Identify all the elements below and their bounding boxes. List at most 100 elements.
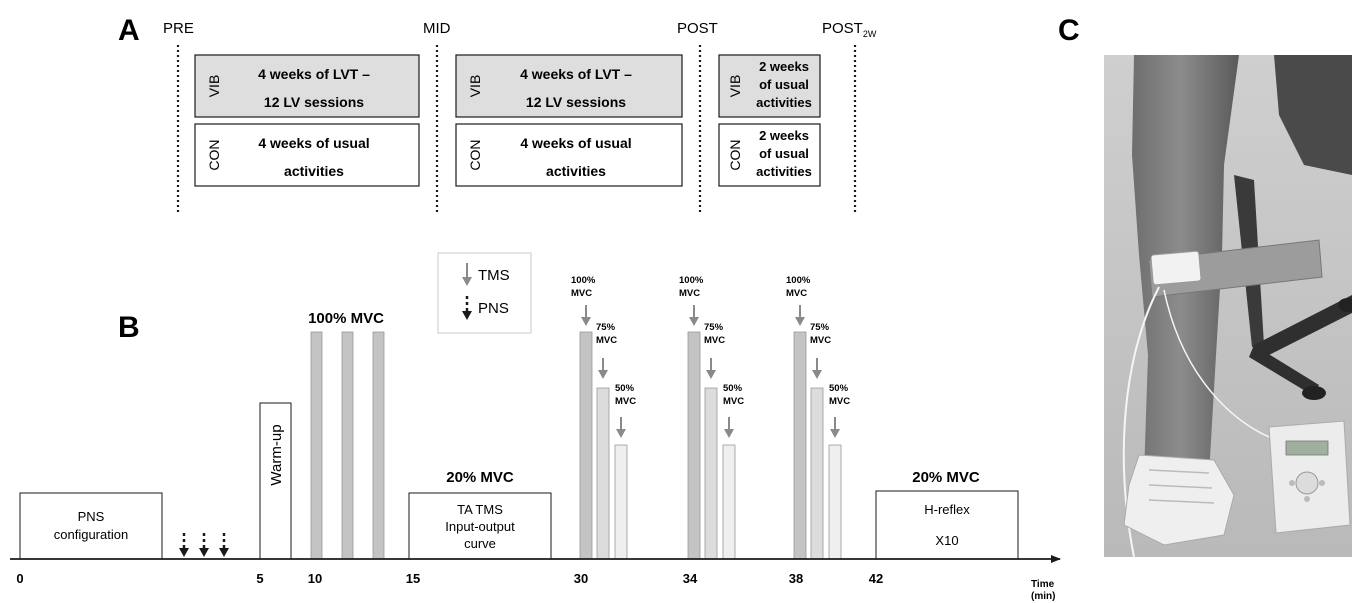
axis-title-line2: (min): [1031, 591, 1055, 602]
mvc-label-100: 100%: [786, 275, 811, 286]
pns-block-text-1: PNS: [78, 509, 105, 524]
phase2-con-text-1: 4 weeks of usual: [520, 135, 631, 151]
axis-tick-label: 10: [308, 571, 322, 586]
tms-block-text-2: Input-output: [445, 519, 515, 534]
phase2-con-box: CON 4 weeks of usual activities: [455, 123, 683, 187]
leg-vibration-device-photo: [1104, 55, 1352, 557]
phase1-vib-text-1: 4 weeks of LVT –: [258, 66, 370, 82]
mvc50-bar: [828, 444, 842, 560]
tms-arrow-icon: [598, 358, 608, 379]
mvc100-bar: [793, 331, 807, 560]
tms-block-text-1: TA TMS: [457, 502, 503, 517]
phase3-vib-text-3: activities: [756, 95, 812, 110]
panel-b: B TMS PNS PNS configuration: [10, 252, 1061, 602]
phase1-con-text-2: activities: [284, 163, 344, 179]
vib-group-label: VIB: [727, 75, 743, 98]
mvc-label-50-unit: MVC: [723, 396, 744, 407]
phase1-con-text-1: 4 weeks of usual: [258, 135, 369, 151]
mvc-label-75-unit: MVC: [810, 335, 831, 346]
con-group-label: CON: [206, 139, 222, 170]
con-group-label: CON: [727, 139, 743, 170]
pns-stimulus-arrows: [179, 533, 229, 557]
tms-arrow-icon: [724, 417, 734, 438]
photo-illustration: [1104, 55, 1352, 557]
axis-title-line1: Time: [1031, 579, 1055, 590]
mvc75-bar: [810, 387, 824, 560]
mvc-label-75: 75%: [704, 322, 724, 333]
mvc-label-75: 75%: [596, 322, 616, 333]
mvc-label-75: 75%: [810, 322, 830, 333]
tms-arrow-icon: [581, 305, 591, 326]
pns-arrow-icon: [199, 533, 209, 557]
panel-b-letter: B: [118, 311, 140, 344]
mvc-group-30: 100% MVC 75% MVC 50% MVC: [571, 275, 636, 560]
mvc100-bar: [310, 331, 323, 560]
axis-tick-label: 0: [16, 571, 23, 586]
mvc50-bar: [722, 444, 736, 560]
phase1-vib-text-2: 12 LV sessions: [264, 94, 364, 110]
mvc-label-75-unit: MVC: [704, 335, 725, 346]
phase2-con-text-2: activities: [546, 163, 606, 179]
phase1-vib-box: VIB 4 weeks of LVT – 12 LV sessions: [194, 54, 420, 118]
hreflex-block: H-reflex X10: [875, 490, 1019, 560]
phase3-vib-text-2: of usual: [759, 77, 809, 92]
panel-a: A PRE MID POST POST2W VIB 4 weeks of LVT…: [118, 14, 877, 212]
pns-block-text-2: configuration: [54, 527, 128, 542]
axis-tick-label: 15: [406, 571, 420, 586]
tms-arrow-icon: [462, 263, 472, 286]
mvc-group-38: 100% MVC 75% MVC 50% MVC: [786, 275, 850, 560]
panel-a-letter: A: [118, 14, 140, 47]
mvc-label-75-unit: MVC: [596, 335, 617, 346]
mvc-label-50: 50%: [615, 383, 635, 394]
hreflex-text-2: X10: [935, 533, 958, 548]
axis-tick-label: 5: [256, 571, 263, 586]
mvc50-bar: [614, 444, 628, 560]
pns-arrow-icon: [179, 533, 189, 557]
hreflex-text-1: H-reflex: [924, 502, 970, 517]
warmup-block: Warm-up: [259, 402, 292, 560]
tms-arrow-icon: [830, 417, 840, 438]
mvc-label-100: 100%: [571, 275, 596, 286]
ta-tms-block: TA TMS Input-output curve: [408, 492, 552, 560]
tms-arrow-icon: [795, 305, 805, 326]
legend-tms-label: TMS: [478, 267, 510, 284]
con-group-label: CON: [467, 139, 483, 170]
vib-group-label: VIB: [206, 75, 222, 98]
vib-group-label: VIB: [467, 75, 483, 98]
pns-arrow-icon: [219, 533, 229, 557]
phase2-vib-text-1: 4 weeks of LVT –: [520, 66, 632, 82]
legend: TMS PNS: [437, 252, 532, 334]
mvc100-bar: [579, 331, 593, 560]
timepoint-pre-label: PRE: [163, 20, 194, 37]
mvc-label-100-unit: MVC: [679, 288, 700, 299]
pns-arrow-icon: [462, 296, 472, 320]
mvc-label-50-unit: MVC: [829, 396, 850, 407]
phase2-vib-box: VIB 4 weeks of LVT – 12 LV sessions: [455, 54, 683, 118]
phase3-con-text-2: of usual: [759, 146, 809, 161]
panel-c-letter: C: [1058, 14, 1080, 47]
mvc-label-100-unit: MVC: [571, 288, 592, 299]
axis-tick-label: 30: [574, 571, 588, 586]
mvc100-bar: [341, 331, 354, 560]
warmup-label: Warm-up: [268, 424, 285, 485]
stimulator-device: [1268, 420, 1351, 534]
hreflex-block-title: 20% MVC: [912, 469, 980, 486]
timepoint-post-label: POST: [677, 20, 718, 37]
tms-arrow-icon: [706, 358, 716, 379]
tms-arrow-icon: [616, 417, 626, 438]
timepoint-mid-label: MID: [423, 20, 451, 37]
mvc75-bar: [596, 387, 610, 560]
mvc-label-50: 50%: [723, 383, 743, 394]
legend-pns-label: PNS: [478, 300, 509, 317]
axis-tick-label: 34: [683, 571, 698, 586]
mvc100-bar: [372, 331, 385, 560]
mvc-group-34: 100% MVC 75% MVC 50% MVC: [679, 275, 744, 560]
mvc75-bar: [704, 387, 718, 560]
mvc100-bar: [687, 331, 701, 560]
phase3-con-text-1: 2 weeks: [759, 128, 809, 143]
axis-tick-label: 42: [869, 571, 883, 586]
mvc-label-100: 100%: [679, 275, 704, 286]
phase1-con-box: CON 4 weeks of usual activities: [194, 123, 420, 187]
tms-block-title: 20% MVC: [446, 469, 514, 486]
